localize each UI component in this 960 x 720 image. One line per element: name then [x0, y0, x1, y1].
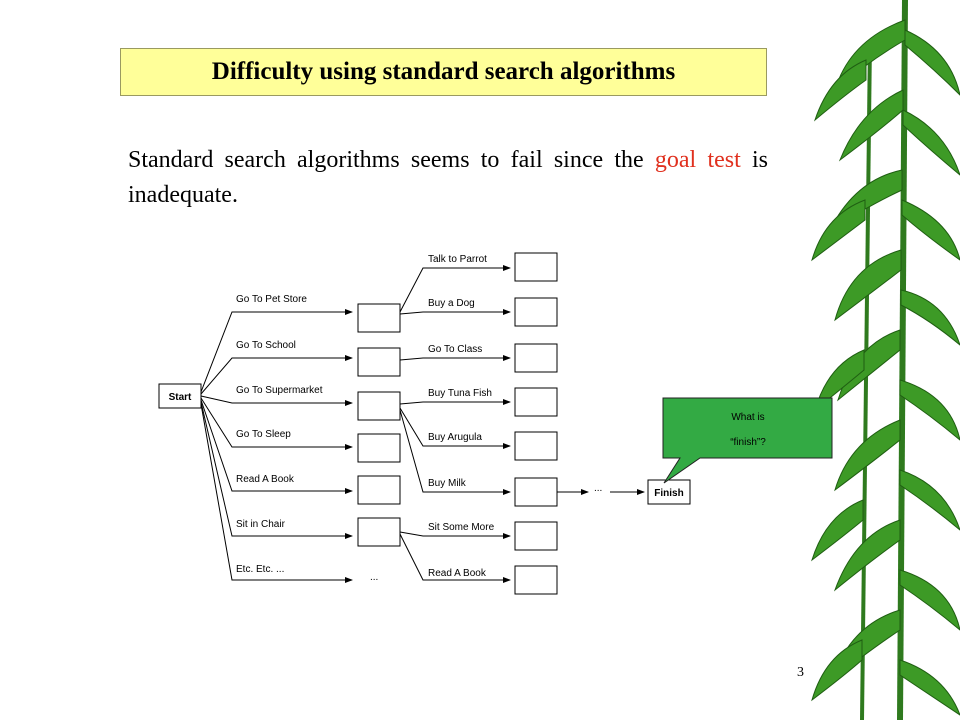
- state-box: [357, 517, 401, 547]
- level2-label: Buy Arugula: [428, 432, 482, 443]
- edge-start-school: [200, 355, 353, 395]
- level1-label: Go To Sleep: [236, 429, 291, 440]
- level1-label: Go To Supermarket: [236, 385, 323, 396]
- callout-line2: “finish”?: [730, 437, 766, 448]
- start-label: Start: [169, 392, 192, 403]
- edge-buy-milk: [399, 409, 511, 495]
- state-box: [357, 433, 401, 463]
- ellipsis-finish: ...: [594, 483, 602, 494]
- edge-talk-parrot: [399, 265, 511, 313]
- finish-label: Finish: [654, 488, 683, 499]
- edge-sit-more: [399, 531, 511, 539]
- state-box: [514, 565, 558, 595]
- finish-callout: What is “finish”?: [662, 397, 833, 484]
- edge-read-book: [399, 533, 511, 583]
- level1-label: Go To Pet Store: [236, 294, 307, 305]
- edge-go-class: [399, 355, 511, 361]
- edge-start-sit: [200, 401, 353, 539]
- title-banner: Difficulty using standard search algorit…: [120, 48, 767, 96]
- edge-start-pet-store: [200, 309, 353, 393]
- body-text: Standard search algorithms seems to fail…: [128, 143, 768, 213]
- goal-test-highlight: goal test: [654, 147, 741, 173]
- body-text-end: is inadequate.: [128, 147, 769, 208]
- state-box: [357, 347, 401, 377]
- state-box: [357, 303, 401, 333]
- level1-label: Sit in Chair: [236, 519, 286, 530]
- level2-label: Talk to Parrot: [428, 254, 487, 265]
- level2-label: Buy Tuna Fish: [428, 388, 492, 399]
- edge-buy-dog: [399, 309, 511, 315]
- page-number: 3: [797, 665, 804, 680]
- level2-label: Go To Class: [428, 344, 482, 355]
- edge-start-sleep: [200, 397, 353, 450]
- state-box: [514, 387, 558, 417]
- level1-label: Read A Book: [236, 474, 295, 485]
- level2-label: Buy Milk: [428, 478, 467, 489]
- edge-start-read: [200, 399, 353, 494]
- edge-start-supermarket: [200, 395, 353, 406]
- slide-title: Difficulty using standard search algorit…: [211, 58, 676, 85]
- level1-label: Etc. Etc. ...: [236, 564, 284, 575]
- level2-label: Read A Book: [428, 568, 487, 579]
- state-box: [514, 477, 558, 507]
- state-box: [357, 475, 401, 505]
- edge-buy-arugula: [399, 407, 511, 449]
- body-text-start: Standard search algorithms seems to fail…: [128, 147, 655, 173]
- level2-label: Buy a Dog: [428, 298, 475, 309]
- state-box: [357, 391, 401, 421]
- callout-line1: What is: [731, 412, 764, 423]
- state-box: [514, 343, 558, 373]
- state-box: [514, 521, 558, 551]
- edge-buy-tuna: [399, 399, 511, 405]
- level1-label: Go To School: [236, 340, 296, 351]
- state-box: [514, 252, 558, 282]
- state-box: [514, 297, 558, 327]
- state-box: [514, 431, 558, 461]
- finish-node: Finish: [647, 479, 691, 505]
- edge-start-etc: [200, 403, 353, 583]
- level2-label: Sit Some More: [428, 522, 495, 533]
- ellipsis-level1: ...: [370, 572, 378, 583]
- start-node: Start: [158, 383, 202, 409]
